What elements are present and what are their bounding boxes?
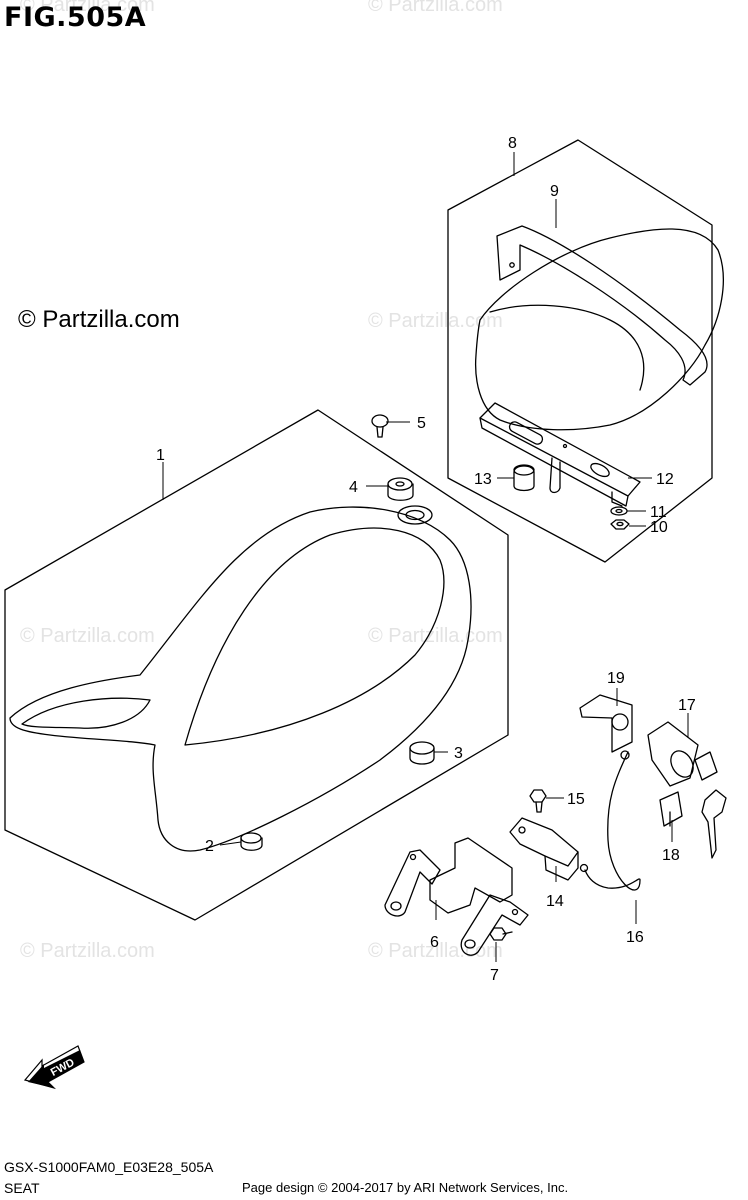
callout-17: 17 bbox=[678, 697, 696, 714]
callout-2: 2 bbox=[205, 838, 214, 855]
lock-cylinder bbox=[647, 721, 699, 787]
base-bracket-arm-right bbox=[460, 894, 529, 956]
callout-19: 19 bbox=[607, 670, 625, 687]
seat-loop bbox=[397, 505, 433, 525]
callout-15: 15 bbox=[567, 791, 585, 808]
watermark: © Partzilla.com bbox=[368, 940, 503, 962]
arm-right-hole bbox=[464, 939, 476, 949]
callout-3: 3 bbox=[454, 745, 463, 762]
fwd-arrow-icon: FWD bbox=[23, 1045, 85, 1090]
callout-9: 9 bbox=[550, 183, 559, 200]
grommet-4-top bbox=[387, 477, 413, 491]
callout-1: 1 bbox=[156, 447, 165, 464]
pillion-bracket bbox=[479, 402, 641, 497]
grommet-4-hole bbox=[395, 481, 405, 487]
seat-loop-inner bbox=[405, 509, 425, 521]
pillion-seat-edge bbox=[489, 304, 645, 391]
washer-11 bbox=[610, 506, 628, 516]
grommet-4 bbox=[387, 483, 414, 501]
strap-hole bbox=[509, 262, 515, 268]
credit-text: Page design © 2004-2017 by ARI Network S… bbox=[242, 1180, 569, 1195]
callout-10: 10 bbox=[650, 519, 668, 536]
key-1 bbox=[694, 751, 718, 781]
cushion-3 bbox=[409, 747, 435, 765]
bolt-15 bbox=[529, 789, 547, 803]
leader-2 bbox=[219, 841, 242, 846]
callout-8: 8 bbox=[508, 135, 517, 152]
watermark: © Partzilla.com bbox=[20, 625, 155, 647]
arm-right-top-hole bbox=[511, 908, 519, 916]
section-name: SEAT bbox=[4, 1180, 40, 1196]
bracket-pin bbox=[562, 443, 568, 449]
callout-7: 7 bbox=[490, 967, 499, 984]
key-2 bbox=[701, 789, 727, 859]
screw-5-head bbox=[371, 414, 389, 428]
lock-cylinder-face bbox=[670, 750, 694, 778]
watermark: © Partzilla.com bbox=[368, 0, 503, 16]
bolt-7-shank bbox=[502, 931, 513, 935]
arm-left-hole bbox=[390, 901, 402, 911]
cushion-2 bbox=[240, 837, 263, 851]
nut-10-hole bbox=[616, 521, 624, 527]
latch-14-body bbox=[544, 851, 579, 881]
cable-16 bbox=[584, 751, 641, 891]
base-bracket-arm-left bbox=[384, 849, 441, 917]
front-seat-contour bbox=[184, 527, 445, 746]
nut-10 bbox=[610, 519, 630, 530]
cushion-2-top bbox=[240, 832, 262, 844]
pillion-seat-cushion bbox=[474, 228, 724, 431]
bracket-tab bbox=[611, 491, 623, 507]
arm-left-top-hole bbox=[409, 853, 417, 861]
screw-5-shank bbox=[376, 426, 384, 438]
bolt-15-shank bbox=[535, 801, 543, 813]
damper-13-top bbox=[513, 464, 535, 476]
front-seat-frame bbox=[4, 409, 509, 921]
front-seat-dip bbox=[21, 697, 151, 729]
callout-16: 16 bbox=[626, 929, 644, 946]
callout-13: 13 bbox=[474, 471, 492, 488]
cushion-3-top bbox=[409, 741, 435, 755]
pillion-bracket-side bbox=[479, 417, 629, 507]
callout-11: 11 bbox=[650, 504, 667, 521]
copyright-text: © Partzilla.com bbox=[18, 306, 180, 333]
grab-strap bbox=[496, 225, 708, 386]
pillion-seat-frame bbox=[447, 139, 713, 563]
model-code: GSX-S1000FAM0_E03E28_505A bbox=[4, 1159, 214, 1175]
bracket-19-hole bbox=[611, 713, 629, 731]
cable-16-end-b bbox=[579, 863, 589, 873]
figure-title: FIG.505A bbox=[4, 2, 147, 33]
front-seat-cushion bbox=[9, 506, 472, 852]
callout-6: 6 bbox=[430, 934, 439, 951]
clip-18 bbox=[659, 791, 683, 827]
callout-5: 5 bbox=[417, 415, 426, 432]
bracket-slot bbox=[508, 421, 544, 445]
callout-14: 14 bbox=[546, 893, 564, 910]
base-bracket-6 bbox=[429, 837, 513, 914]
bolt-7 bbox=[489, 927, 507, 941]
watermark: © Partzilla.com bbox=[20, 0, 155, 16]
bracket-hole bbox=[590, 462, 610, 478]
latch-14 bbox=[509, 817, 579, 867]
bracket-19 bbox=[579, 694, 633, 753]
damper-13 bbox=[513, 465, 535, 492]
callout-4: 4 bbox=[349, 479, 358, 496]
callout-12: 12 bbox=[656, 471, 674, 488]
latch-14-hole bbox=[518, 826, 526, 834]
watermark: © Partzilla.com bbox=[20, 940, 155, 962]
bracket-hook bbox=[549, 457, 561, 494]
watermark: © Partzilla.com bbox=[368, 310, 503, 332]
callout-18: 18 bbox=[662, 847, 680, 864]
cable-16-end bbox=[620, 750, 630, 760]
washer-11-inner bbox=[615, 508, 623, 514]
